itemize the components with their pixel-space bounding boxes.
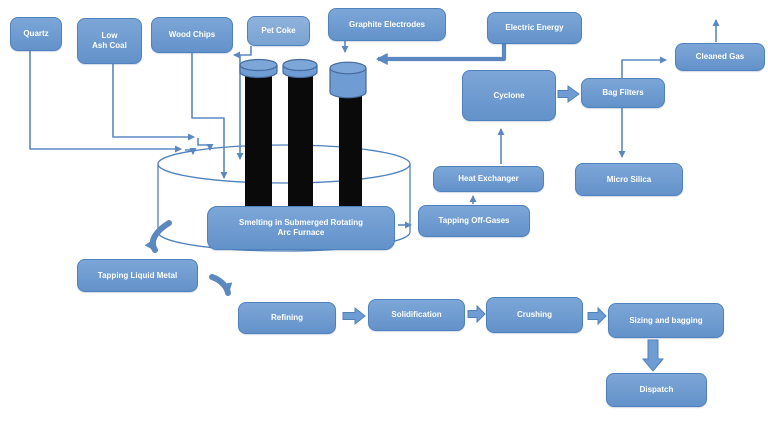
node-wood-chips: Wood Chips	[151, 17, 233, 53]
node-cleaned-gas: Cleaned Gas	[675, 43, 765, 71]
electrodes	[239, 58, 367, 207]
block-arrow-sizing-to-dispatch	[641, 339, 665, 372]
node-refining: Refining	[238, 302, 336, 334]
block-arrow-crushing-to-sizing	[587, 306, 607, 326]
node-crushing: Crushing	[486, 297, 583, 333]
arrow-petcoke-to-woodchips	[233, 46, 252, 59]
flow-connectors	[29, 19, 720, 229]
curved-arrow-tapping-to-refining	[209, 274, 233, 296]
arrow-electric-energy-to-electrode	[375, 44, 507, 65]
node-bag-filters: Bag Filters	[581, 78, 665, 108]
node-sizing-and-bagging: Sizing and bagging	[608, 303, 724, 338]
arrow-feed-step-2	[197, 138, 214, 151]
node-solidification: Solidification	[368, 299, 465, 331]
node-electric-energy: Electric Energy	[487, 12, 582, 44]
tapping-arrows	[144, 220, 233, 296]
node-tapping-liquid-metal: Tapping Liquid Metal	[77, 259, 198, 292]
electrode-3	[339, 94, 362, 207]
node-graphite-electrodes: Graphite Electrodes	[328, 8, 446, 41]
node-tapping-off-gases: Tapping Off-Gases	[418, 205, 530, 237]
arrow-woodchips-to-furnace	[191, 53, 228, 179]
electrode-2	[288, 74, 313, 207]
node-micro-silica: Micro Silica	[575, 163, 683, 196]
node-dispatch: Dispatch	[606, 373, 707, 407]
block-arrow-solidification-to-crushing	[467, 304, 486, 324]
node-pet-coke: Pet Coke	[247, 16, 310, 46]
block-arrows	[342, 85, 665, 372]
node-low-ash-coal: Low Ash Coal	[77, 18, 142, 64]
curved-arrow-furnace-to-tapping	[144, 220, 172, 253]
node-cyclone: Cyclone	[462, 70, 556, 121]
node-heat-exchanger: Heat Exchanger	[433, 166, 544, 192]
block-arrow-cyclone-to-bagfilters	[557, 85, 580, 103]
electrode-cap-3	[329, 61, 367, 99]
electrode-cap-2	[282, 58, 318, 79]
arrow-bagfilters-to-cleanedgas	[621, 56, 667, 78]
arrow-quartz-to-furnace	[29, 51, 182, 153]
arrow-lowashcoal-to-furnace	[112, 64, 195, 141]
node-quartz: Quartz	[10, 17, 62, 51]
electrode-1	[245, 74, 272, 207]
node-smelting-furnace: Smelting in Submerged Rotating Arc Furna…	[207, 206, 395, 250]
arrow-feed-step-1	[185, 148, 197, 155]
electrode-cap-1	[239, 58, 278, 79]
block-arrow-refining-to-solidification	[342, 306, 366, 326]
